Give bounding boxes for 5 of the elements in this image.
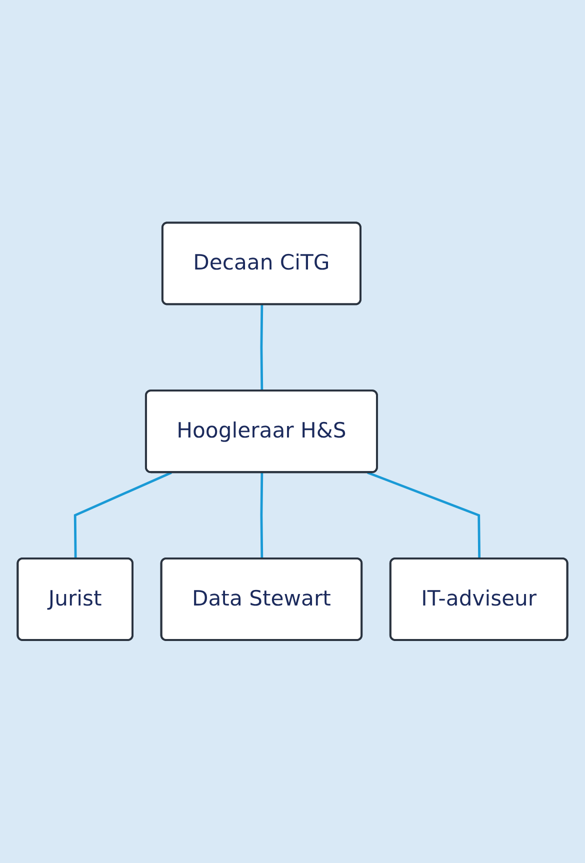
org-chart: Decaan CiTG Hoogleraar H&S Jurist Data Stewart IT-adviseur bbox=[10, 215, 575, 648]
connector bbox=[367, 472, 481, 560]
connector bbox=[74, 472, 172, 560]
connector bbox=[260, 472, 264, 560]
connector bbox=[260, 304, 264, 392]
